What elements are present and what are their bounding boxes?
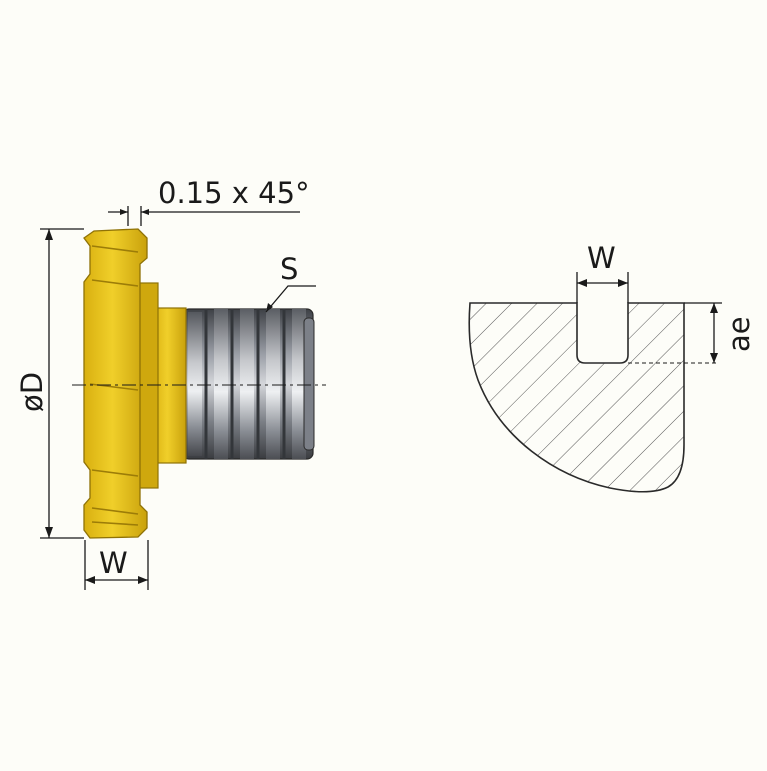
thread-label: S	[280, 252, 298, 286]
insert-cutting-head	[83, 228, 148, 539]
diameter-label: øD	[15, 372, 49, 412]
depth-label: ae	[722, 316, 756, 352]
groove-width-label: W	[587, 241, 616, 275]
insert-width-label: W	[99, 546, 128, 580]
thread-leader	[265, 285, 316, 313]
hatched-workpiece	[468, 302, 685, 493]
workpiece-section	[468, 302, 718, 493]
depth-dimension	[684, 302, 722, 363]
insert-width-dimension	[84, 540, 149, 590]
diameter-dimension	[40, 228, 84, 539]
chamfer-label: 0.15 x 45°	[158, 176, 310, 210]
cutter-insert	[72, 228, 326, 539]
chamfer-dimension	[108, 206, 300, 226]
groove-width-dimension	[576, 272, 629, 303]
